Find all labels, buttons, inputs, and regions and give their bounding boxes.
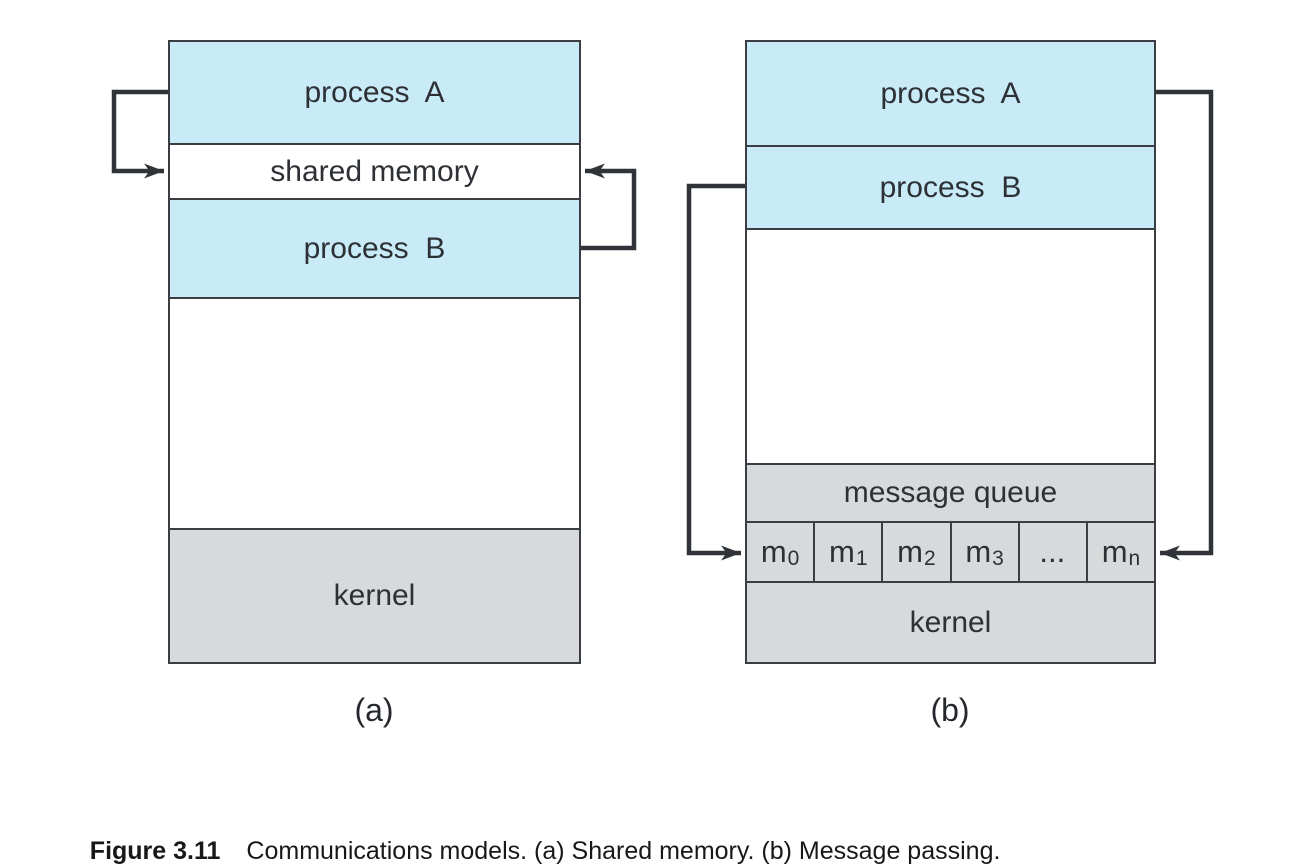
message-cell-sub: 2 xyxy=(924,546,936,570)
arrow-a-processB-to-shared xyxy=(581,163,637,251)
subfigure-label-b: (b) xyxy=(930,692,970,728)
process-a-label: process A xyxy=(880,76,1021,110)
message-queue-box: message queue xyxy=(747,465,1154,523)
shared-memory-box: shared memory xyxy=(170,145,579,200)
figure-caption-text: Communications models. (a) Shared memory… xyxy=(246,837,1001,864)
arrow-b-processB-to-queue xyxy=(686,183,745,561)
figure-caption: Figure 3.11 Communications models. (a) Sh… xyxy=(62,808,1001,864)
empty-space xyxy=(747,230,1154,465)
shared-memory-label: shared memory xyxy=(270,154,479,188)
kernel-label: kernel xyxy=(909,605,992,639)
figure-caption-number: Figure 3.11 xyxy=(89,837,221,864)
message-cell-sub: 1 xyxy=(855,546,868,570)
message-cell-text: m xyxy=(829,534,855,569)
message-cell-text: ... xyxy=(1039,534,1066,569)
process-a-box: process A xyxy=(747,42,1154,147)
message-cell-sub: 0 xyxy=(787,546,800,570)
process-b-box: process B xyxy=(747,147,1154,230)
empty-space xyxy=(170,299,579,530)
arrow-b-processA-to-queue xyxy=(1156,89,1214,561)
message-cell-ellipsis: ... xyxy=(1019,523,1088,581)
message-queue-label: message queue xyxy=(843,476,1058,509)
kernel-box: kernel xyxy=(747,583,1154,662)
process-b-label: process B xyxy=(879,170,1022,204)
message-cell-text: m xyxy=(965,534,992,569)
message-cell-text: m xyxy=(897,534,923,569)
process-b-box: process B xyxy=(170,200,579,299)
kernel-box: kernel xyxy=(170,530,579,662)
kernel-label: kernel xyxy=(333,579,416,612)
message-cell-sub: 3 xyxy=(992,546,1004,570)
subfigure-label-a: (a) xyxy=(354,692,394,728)
message-cell-text: m xyxy=(760,534,787,569)
message-cell-sub: n xyxy=(1128,546,1141,570)
process-b-label: process B xyxy=(303,231,446,265)
process-a-label: process A xyxy=(304,75,445,109)
shared-memory-diagram: process A shared memory process B kernel xyxy=(168,40,581,664)
process-a-box: process A xyxy=(170,42,579,145)
arrow-a-processA-to-shared xyxy=(111,89,168,179)
message-cell-text: m xyxy=(1101,534,1128,569)
